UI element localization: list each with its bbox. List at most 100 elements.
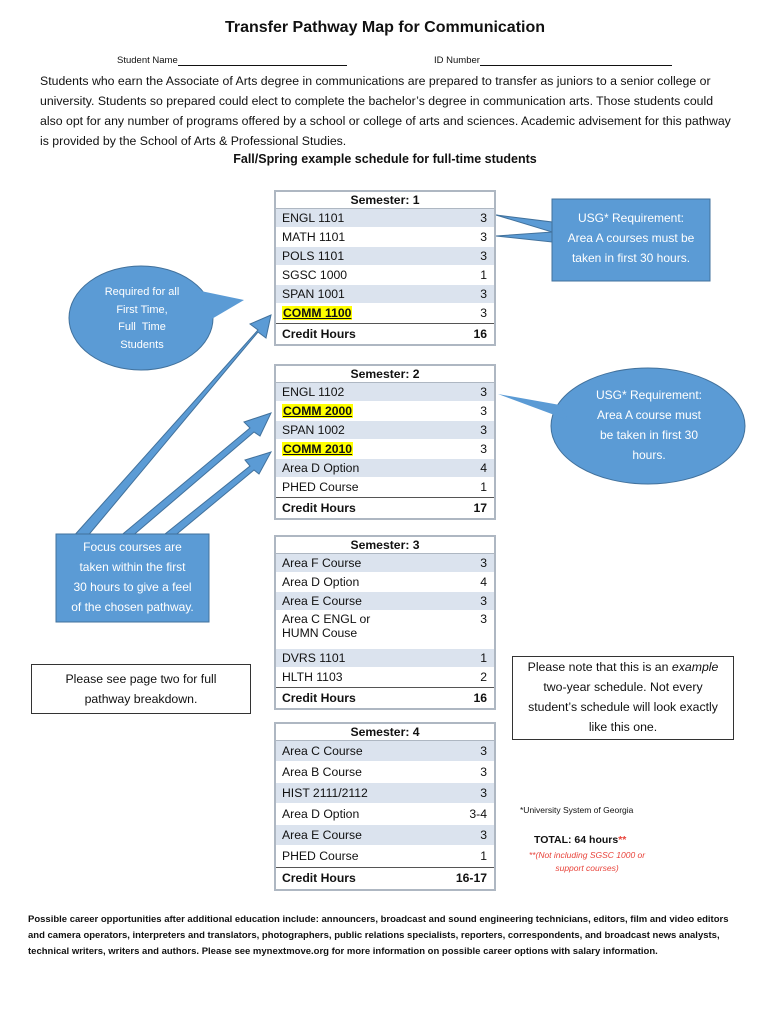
callout-line: Area A course must (596, 408, 702, 422)
note-line: support courses) (555, 863, 619, 873)
total-hours-text: TOTAL: 64 hours (534, 834, 619, 846)
semester-title: Semester: 3 (276, 537, 494, 554)
course-credits: 3 (480, 442, 487, 456)
total-hours: TOTAL: 64 hours** (534, 834, 626, 846)
callout-line: First Time, (116, 303, 168, 316)
course-row: Area E Course 3 (276, 592, 494, 611)
focus-arrow-comm2010 (158, 451, 273, 539)
callout-line: Focus courses are (83, 540, 182, 554)
course-credits: 2 (480, 670, 487, 684)
course-name: HIST 2111/2112 (282, 786, 368, 800)
course-row-focus: COMM 1100 3 (276, 304, 494, 323)
course-row: DVRS 1101 1 (276, 649, 494, 668)
focus-arrow-comm1100 (70, 314, 272, 539)
course-name-line2: HUMN Couse (282, 626, 358, 640)
course-name: Area C ENGL or (282, 612, 371, 626)
course-credits: 3 (480, 230, 487, 244)
semester-title: Semester: 1 (276, 192, 494, 209)
usg-callout-oval-2 (550, 367, 746, 485)
course-row: Area E Course 3 (276, 825, 494, 846)
required-callout-tail (196, 290, 244, 320)
course-name: Area D Option (282, 461, 360, 475)
credit-hours-label: Credit Hours (282, 690, 356, 705)
course-name: Area D Option (282, 575, 360, 589)
callout-line: hours. (632, 448, 666, 462)
usg-pointer-1 (495, 214, 553, 233)
usg-footnote: *University System of Georgia (520, 805, 634, 815)
student-name-field[interactable]: Student Name (117, 55, 347, 66)
course-name: ENGL 1102 (282, 385, 345, 399)
focus-callout-box (55, 533, 210, 623)
course-credits: 3-4 (469, 807, 487, 821)
course-name: ENGL 1101 (282, 211, 345, 225)
course-row-focus: COMM 2010 3 (276, 440, 494, 459)
course-name: Area E Course (282, 594, 362, 608)
id-number-line[interactable] (479, 55, 672, 66)
credit-hours-total: 17 (473, 500, 487, 515)
focus-callout-text: Focus courses are taken within the first… (56, 537, 209, 617)
course-name: Area F Course (282, 556, 362, 570)
callout-line: be taken in first 30 (599, 428, 699, 442)
student-name-label: Student Name (117, 55, 178, 66)
callout-line: of the chosen pathway. (71, 600, 194, 614)
note-text: Please note that this is an (527, 660, 672, 674)
note-line: Please note that this is an example (513, 657, 733, 677)
callout-line: taken within the first (79, 560, 186, 574)
course-credits: 3 (480, 828, 487, 842)
focus-arrow-comm2000 (116, 412, 272, 539)
student-name-line[interactable] (177, 55, 347, 66)
callout-line: USG* Requirement: (595, 388, 703, 402)
course-credits: 3 (480, 287, 487, 301)
career-opportunities: Possible career opportunities after addi… (28, 914, 729, 957)
course-credits: 1 (480, 480, 487, 494)
usg-callout-text-1: USG* Requirement: Area A courses must be… (552, 208, 710, 268)
focus-course-name: COMM 2010 (282, 442, 354, 456)
course-credits: 3 (480, 744, 487, 758)
course-credits: 3 (480, 423, 487, 437)
focus-course-name: COMM 2000 (282, 404, 354, 418)
course-credits: 3 (480, 306, 487, 320)
course-credits: 4 (480, 575, 487, 589)
schedule-heading: Fall/Spring example schedule for full-ti… (233, 152, 537, 166)
course-row: SPAN 1001 3 (276, 285, 494, 304)
credit-hours-label: Credit Hours (282, 500, 356, 515)
focus-course-name: COMM 1100 (282, 306, 353, 320)
course-credits: 3 (480, 594, 487, 608)
callout-line: Students (120, 338, 164, 351)
course-name: Area E Course (282, 828, 362, 842)
callout-line: 30 hours to give a feel (73, 580, 192, 594)
course-name: HLTH 1103 (282, 670, 343, 684)
course-credits: 1 (480, 651, 487, 665)
course-name: SPAN 1001 (282, 287, 345, 301)
usg-callout-text-2: USG* Requirement: Area A course must be … (576, 385, 722, 465)
course-credits: 1 (480, 849, 487, 863)
course-name: DVRS 1101 (282, 651, 346, 665)
callout-line: Required for all (104, 286, 180, 298)
semester-title: Semester: 4 (276, 724, 494, 741)
usg-pointer-2 (495, 231, 553, 243)
course-credits: 4 (480, 461, 487, 475)
id-number-field[interactable]: ID Number (434, 55, 672, 66)
note-emphasis: example (671, 660, 719, 674)
required-callout-text: Required for all First Time, Full Time S… (84, 284, 200, 354)
total-hours-mark: ** (618, 834, 627, 846)
course-name: PHED Course (282, 849, 359, 863)
course-credits: 3 (480, 249, 487, 263)
course-name: Area B Course (282, 765, 362, 779)
